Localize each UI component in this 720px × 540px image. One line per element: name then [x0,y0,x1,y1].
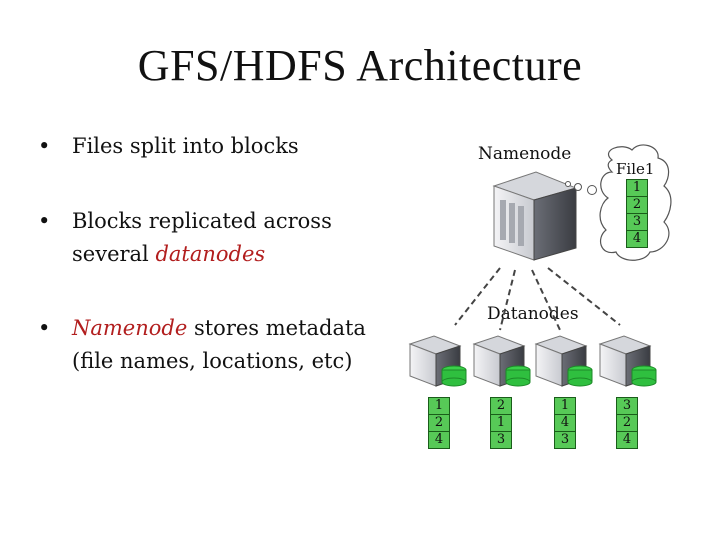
slide-title: GFS/HDFS Architecture [137,41,583,90]
bullet-text: Namenode stores metadata (file names, lo… [72,312,366,378]
bullet-files-split: • Files split into blocks [38,130,299,163]
highlight-datanodes: datanodes [155,242,266,266]
block-cell: 3 [554,431,576,449]
block-cell: 2 [616,414,638,432]
bullet-dot: • [38,316,51,340]
bullet-text: Blocks replicated across several datanod… [72,205,332,271]
block-cell: 1 [554,397,576,415]
block-cell: 1 [490,414,512,432]
file-label: File1 [616,160,655,178]
block-cell: 4 [616,431,638,449]
datanode-server-icon-4 [598,335,657,387]
bullet-line2-prefix: several [72,242,156,266]
bullet-line1: Blocks replicated across [72,209,332,233]
block-cell: 4 [626,230,648,248]
link-datanode-2 [499,269,516,331]
bullet-namenode-metadata: • Namenode stores metadata (file names, … [38,312,366,378]
block-cell: 3 [616,397,638,415]
datanode-server-icon-3 [534,335,593,387]
link-datanode-4 [547,267,621,326]
link-datanode-1 [454,267,501,326]
block-cell: 1 [428,397,450,415]
block-cell: 2 [428,414,450,432]
connection-lines [454,267,621,331]
block-cell: 3 [490,431,512,449]
bullet-text: Files split into blocks [72,134,299,158]
bullet-line1-rest: stores metadata [187,316,366,340]
bullet-blocks-replicated: • Blocks replicated across several datan… [38,205,332,271]
bullet-dot: • [38,134,51,158]
highlight-namenode: Namenode [72,316,188,340]
datanode-server-icon-2 [472,335,531,387]
bullet-line2: (file names, locations, etc) [72,349,353,373]
link-datanode-3 [531,269,561,331]
block-cell: 4 [428,431,450,449]
block-cell: 4 [554,414,576,432]
thought-bubbles [565,181,597,195]
bullet-dot: • [38,209,51,233]
block-cell: 2 [490,397,512,415]
datanode-server-icon-1 [408,335,467,387]
namenode-server-icon [492,171,578,261]
namenode-label: Namenode [478,144,572,164]
